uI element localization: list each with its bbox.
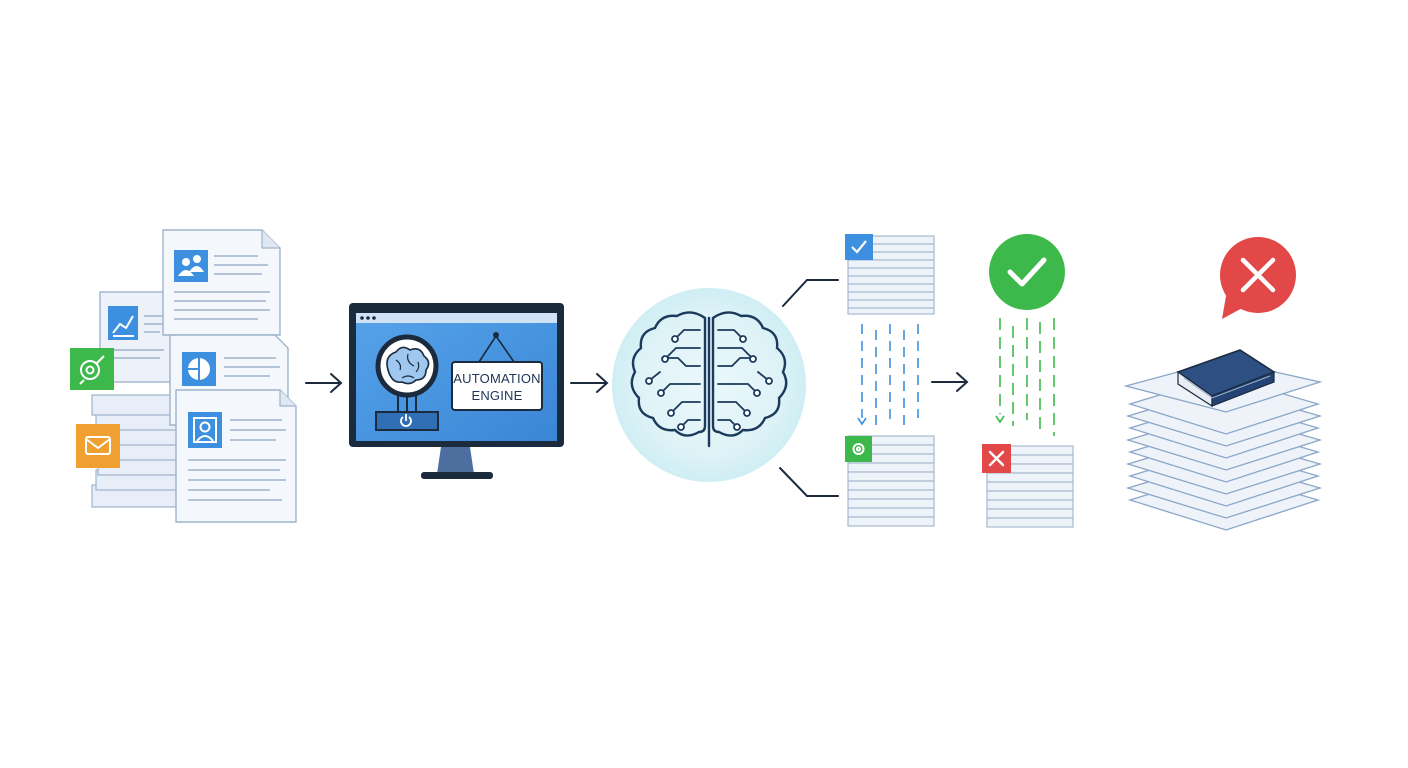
sign-line-2: ENGINE [471, 388, 522, 403]
target-badge [70, 348, 114, 390]
people-icon [178, 255, 204, 276]
split-connector [779, 279, 839, 497]
ai-brain [612, 288, 806, 482]
target-icon [79, 355, 105, 385]
automation-engine-sign: AUTOMATION ENGINE [451, 332, 543, 411]
mail-badge [76, 424, 120, 468]
down-arrowhead [857, 417, 867, 426]
input-documents-stack [70, 229, 297, 523]
archive-paper-stack [1123, 359, 1323, 531]
brain-icon [375, 334, 439, 412]
error-x-icon [988, 450, 1005, 467]
success-badge [989, 234, 1065, 310]
sorted-stack-bottom [845, 435, 935, 527]
book-icon [1176, 349, 1276, 408]
neural-brain-icon [630, 311, 788, 448]
document-people [162, 229, 281, 336]
sign-line-1: AUTOMATION [453, 371, 540, 386]
document-person [175, 389, 297, 523]
sort-flow-lines-blue [861, 324, 919, 428]
power-icon [400, 414, 412, 427]
person-icon [193, 417, 217, 443]
flow-arrow [570, 373, 609, 393]
mail-icon [85, 436, 111, 455]
automation-engine-monitor: AUTOMATION ENGINE [349, 303, 564, 479]
chart-icon [112, 315, 134, 337]
flow-arrow [931, 372, 969, 392]
rejected-stack [982, 444, 1074, 528]
success-check-icon [1007, 257, 1047, 287]
sort-flow-lines-green [999, 318, 1055, 436]
sorted-stack-top [845, 234, 935, 315]
checkmark-icon [851, 240, 867, 254]
gear-icon [852, 443, 865, 455]
rejected-bubble [1220, 237, 1296, 319]
rejected-x-bubble-icon [1240, 257, 1276, 293]
flow-arrow [305, 373, 343, 393]
down-arrowhead [995, 415, 1005, 424]
pie-chart-icon [188, 358, 210, 380]
